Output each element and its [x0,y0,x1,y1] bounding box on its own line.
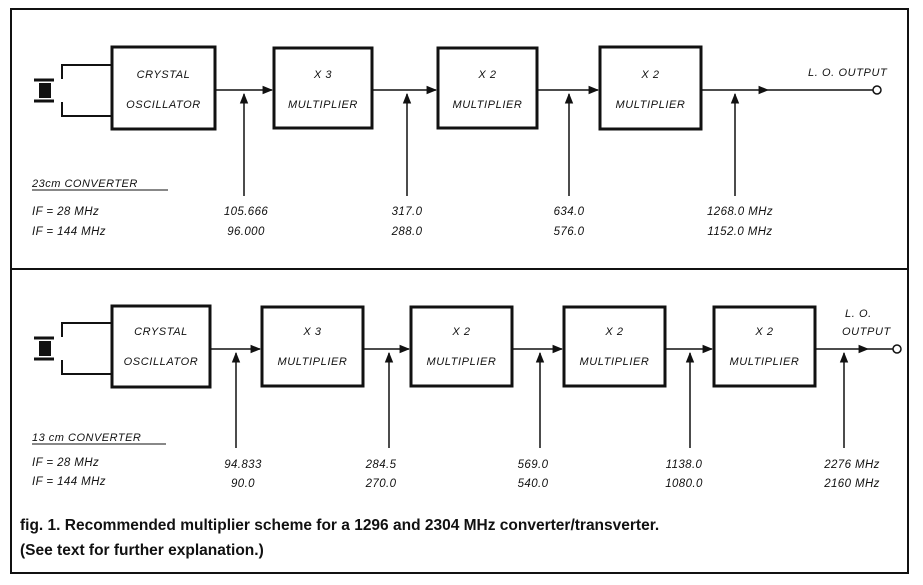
output-label: L. O. OUTPUT [808,67,888,79]
x2-multiplier-box [712,305,817,388]
x2-multiplier-box [562,305,667,388]
converter-13cm: CRYSTAL OSCILLATOR X 3 MULTIPLIER X 2 MU… [32,304,902,490]
test-point-arrows [231,351,849,448]
x3-multiplier-box [272,46,374,130]
caption-line2: (See text for further explanation.) [20,542,264,559]
stage-label-line2: MULTIPLIER [616,99,686,111]
figure-caption: fig. 1. Recommended multiplier scheme fo… [20,513,905,563]
stage-label-line2: OSCILLATOR [126,99,201,111]
test-point-arrows [239,92,740,196]
freq-if144: 90.0 [231,478,255,490]
stage-label-line2: OSCILLATOR [124,356,199,368]
stage-label-line2: MULTIPLIER [580,356,650,368]
crystal-icon [34,322,112,375]
x2-multiplier-box [598,45,703,131]
freq-if144: 2160 MHz [823,478,880,490]
x2-multiplier-box [409,305,514,388]
stage-label-line1: X 2 [451,326,470,338]
freq-if28: 2276 MHz [823,459,880,471]
freq-if144: 288.0 [391,226,423,238]
freq-if28: 1138.0 [666,459,703,471]
stage-label-line1: X 3 [313,69,333,81]
caption-line1: fig. 1. Recommended multiplier scheme fo… [20,517,660,534]
stage-label-line1: CRYSTAL [134,326,188,338]
if-label: IF = 144 MHz [32,476,106,488]
stage-label-line1: CRYSTAL [137,69,191,81]
stage-label-line1: X 2 [754,326,773,338]
x3-multiplier-box [260,305,365,388]
crystal-oscillator-box [110,304,212,389]
stage-label-line1: X 3 [302,326,322,338]
freq-if144: 540.0 [518,478,549,490]
freq-if28: 94.833 [224,459,262,471]
freq-if144: 1080.0 [665,478,703,490]
x2-multiplier-box [436,46,539,130]
crystal-icon [34,64,112,117]
stage-label-line1: X 2 [640,69,659,81]
freq-if28: 284.5 [365,459,397,471]
freq-if144: 1152.0 MHz [707,226,772,238]
freq-if144: 576.0 [554,226,585,238]
freq-if28: 105.666 [224,206,269,218]
if-label: IF = 28 MHz [32,457,99,469]
stage-label-line2: MULTIPLIER [453,99,523,111]
stage-label-line1: X 2 [604,326,623,338]
freq-if28: 1268.0 MHz [707,206,773,218]
freq-if144: 96.000 [227,226,265,238]
stage-label-line2: MULTIPLIER [278,356,348,368]
converter-heading: 23cm CONVERTER [31,178,138,190]
section-divider [10,268,909,270]
output-label-line1: L. O. [845,308,872,320]
crystal-oscillator-box [110,45,217,131]
freq-if28: 634.0 [554,206,585,218]
if-label: IF = 28 MHz [32,206,99,218]
stage-label-line1: X 2 [477,69,496,81]
if-label: IF = 144 MHz [32,226,106,238]
converter-heading: 13 cm CONVERTER [32,432,141,444]
freq-if144: 270.0 [365,478,397,490]
output-terminal [872,85,882,95]
output-terminal [892,344,902,354]
converter-23cm: CRYSTAL OSCILLATOR X 3 MULTIPLIER X 2 MU… [31,45,888,238]
freq-if28: 569.0 [518,459,549,471]
freq-if28: 317.0 [392,206,423,218]
stage-label-line2: MULTIPLIER [288,99,358,111]
figure-frame [10,8,909,574]
stage-label-line2: MULTIPLIER [427,356,497,368]
stage-label-line2: MULTIPLIER [730,356,800,368]
output-label-line2: OUTPUT [842,326,891,338]
